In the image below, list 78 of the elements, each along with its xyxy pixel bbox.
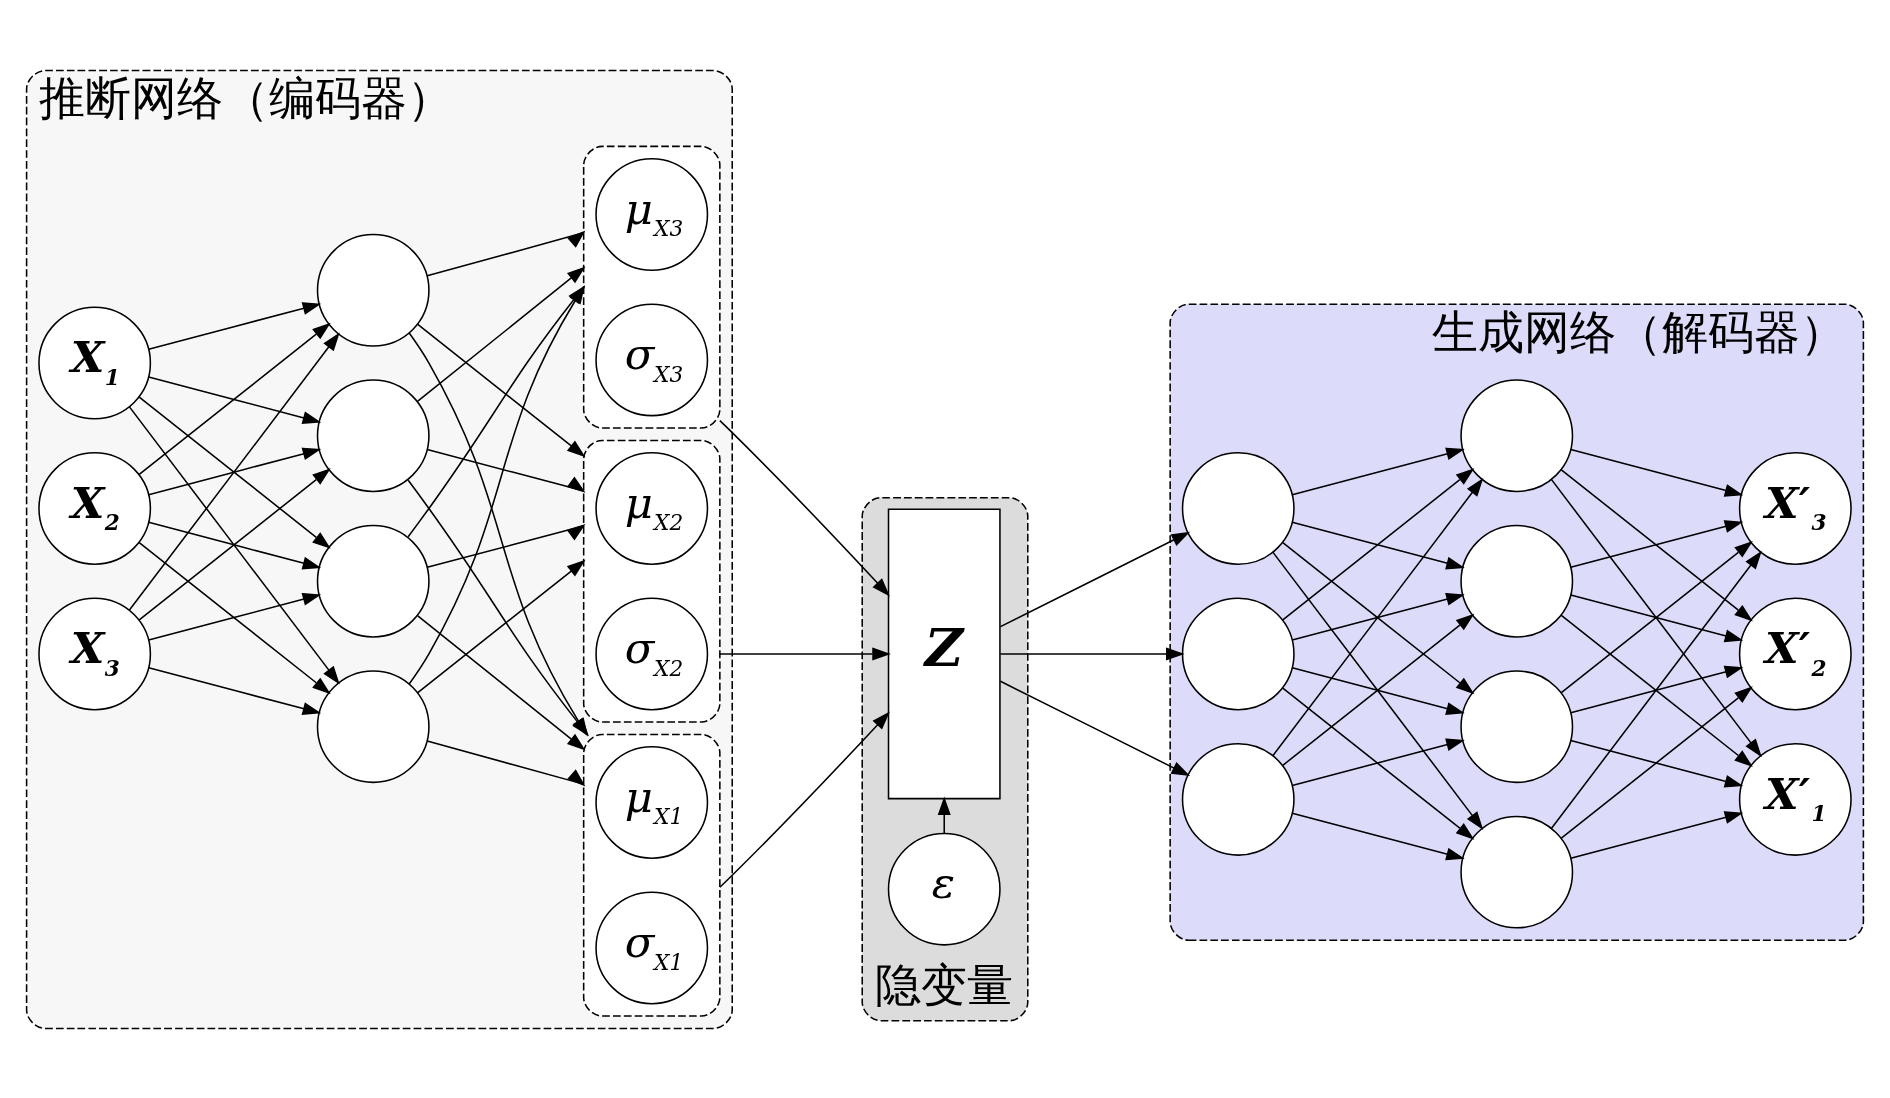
- node-circle: σ$_{X1}$: [595, 891, 709, 1004]
- arrow: [1291, 737, 1465, 786]
- arrow: [1570, 665, 1744, 714]
- node-circle: μ$_{X2}$: [595, 451, 709, 565]
- cluster: [582, 439, 721, 723]
- node-circle: [1460, 378, 1574, 492]
- node-circle: [316, 378, 430, 492]
- arrow: [128, 331, 340, 611]
- arrow: [147, 375, 322, 424]
- arrow: [1560, 468, 1753, 622]
- arrow: [147, 447, 322, 495]
- node-circle: X′$_{1}$: [1738, 742, 1852, 856]
- arrow: [719, 711, 890, 888]
- arrow: [138, 467, 331, 621]
- arrow: [1291, 812, 1465, 860]
- arrow: [937, 795, 951, 834]
- arrow: [417, 614, 586, 751]
- arrow: [1272, 551, 1484, 830]
- arrow: [1560, 685, 1753, 839]
- cluster: [582, 733, 721, 1017]
- arrow: [1570, 448, 1744, 497]
- node-circle: ε: [887, 832, 1001, 946]
- arrow: [417, 323, 586, 457]
- node-circle: [1460, 524, 1574, 638]
- arrow: [1550, 550, 1762, 829]
- node-circle: [1181, 596, 1295, 710]
- arrow: [147, 666, 322, 715]
- arrow: [1570, 739, 1744, 788]
- arrow: [1291, 521, 1465, 569]
- node-circle: [1181, 742, 1295, 856]
- arrow: [719, 419, 890, 596]
- node-circle: X$_{2}$: [38, 451, 152, 565]
- node-circle: [316, 233, 430, 347]
- arrow: [999, 646, 1185, 660]
- arrow: [1550, 478, 1762, 757]
- arrow: [1560, 614, 1753, 767]
- arrow: [1570, 593, 1744, 642]
- cluster: [582, 145, 721, 429]
- arrow: [426, 448, 586, 493]
- node-circle: X′$_{2}$: [1738, 596, 1852, 710]
- arrow: [719, 646, 891, 660]
- arrow: [1282, 467, 1475, 621]
- arrow: [1272, 477, 1484, 756]
- arrow: [138, 395, 331, 549]
- arrow: [417, 559, 586, 693]
- arrow: [1282, 613, 1475, 766]
- node-circle: [316, 524, 430, 638]
- arrow: [426, 739, 586, 786]
- node-circle: μ$_{X1}$: [595, 745, 709, 859]
- arrow: [147, 592, 322, 641]
- arrow: [138, 322, 331, 475]
- node-circle: [316, 669, 430, 783]
- arrow: [1570, 810, 1744, 859]
- node-circle: σ$_{X3}$: [595, 302, 709, 416]
- arrow: [138, 541, 331, 694]
- arrow: [1282, 686, 1475, 840]
- node-circle: X$_{1}$: [38, 306, 152, 419]
- arrow: [1570, 519, 1744, 568]
- node-circle: X$_{3}$: [38, 596, 152, 710]
- arrow: [147, 521, 322, 569]
- node-box: Z: [887, 508, 1001, 799]
- arrow: [999, 531, 1191, 627]
- node-circle: μ$_{X3}$: [595, 157, 709, 271]
- arrow: [999, 680, 1191, 776]
- node-circle: [1460, 669, 1574, 783]
- arrow: [147, 301, 322, 350]
- arrow: [1291, 666, 1465, 715]
- arrow: [1291, 592, 1465, 641]
- node-circle: [1460, 815, 1574, 929]
- node-circle: X′$_{3}$: [1738, 451, 1852, 565]
- arrow: [426, 523, 586, 568]
- node-circle: [1181, 451, 1295, 565]
- node-circle: σ$_{X2}$: [595, 596, 709, 710]
- arrow: [128, 405, 340, 685]
- arrow: [426, 230, 586, 277]
- arrow: [1560, 540, 1753, 693]
- arrow: [1291, 447, 1465, 495]
- arrow: [1282, 541, 1475, 694]
